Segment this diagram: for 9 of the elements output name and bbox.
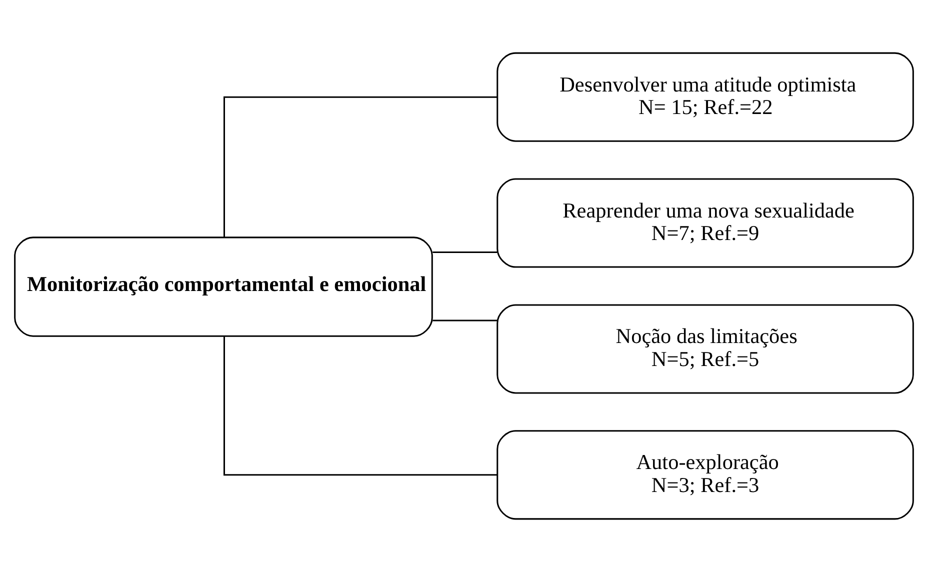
- node-box: Desenvolver uma atitude optimista N= 15; Ref.=22: [496, 52, 914, 142]
- node-box: Auto-exploração N=3; Ref.=3: [496, 430, 914, 520]
- connector: [223, 96, 498, 237]
- node-box: Reaprender uma nova sexualidade N=7; Ref.=9: [496, 178, 914, 268]
- connector: [223, 336, 498, 476]
- node-box: Noção das limitações N=5; Ref.=5: [496, 304, 914, 394]
- connector: [432, 250, 498, 252]
- node-box: Monitorização comportamental e emocional: [14, 236, 433, 336]
- connector: [432, 319, 498, 321]
